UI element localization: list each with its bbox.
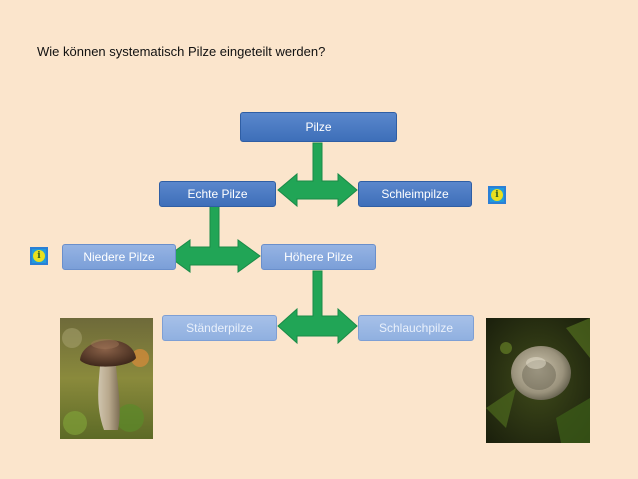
arrow-echte-split <box>167 204 261 273</box>
node-hoehere-pilze[interactable]: Höhere Pilze <box>261 244 376 270</box>
node-staenderpilze[interactable]: Ständerpilze <box>162 315 277 341</box>
info-icon[interactable]: i <box>488 186 506 204</box>
info-icon-glyph: i <box>491 189 503 201</box>
node-schlauchpilze[interactable]: Schlauchpilze <box>358 315 474 341</box>
slide-question: Wie können systematisch Pilze eingeteilt… <box>37 44 326 59</box>
boletus-mushroom-photo <box>60 318 153 439</box>
node-echte-pilze[interactable]: Echte Pilze <box>159 181 276 207</box>
info-icon[interactable]: i <box>30 247 48 265</box>
node-niedere-pilze[interactable]: Niedere Pilze <box>62 244 176 270</box>
arrow-hoehere-split <box>277 270 358 345</box>
cup-mushroom-photo <box>486 318 590 443</box>
node-schleimpilze[interactable]: Schleimpilze <box>358 181 472 207</box>
node-pilze[interactable]: Pilze <box>240 112 397 142</box>
info-icon-glyph: i <box>33 250 45 262</box>
arrow-pilze-split <box>277 142 358 208</box>
